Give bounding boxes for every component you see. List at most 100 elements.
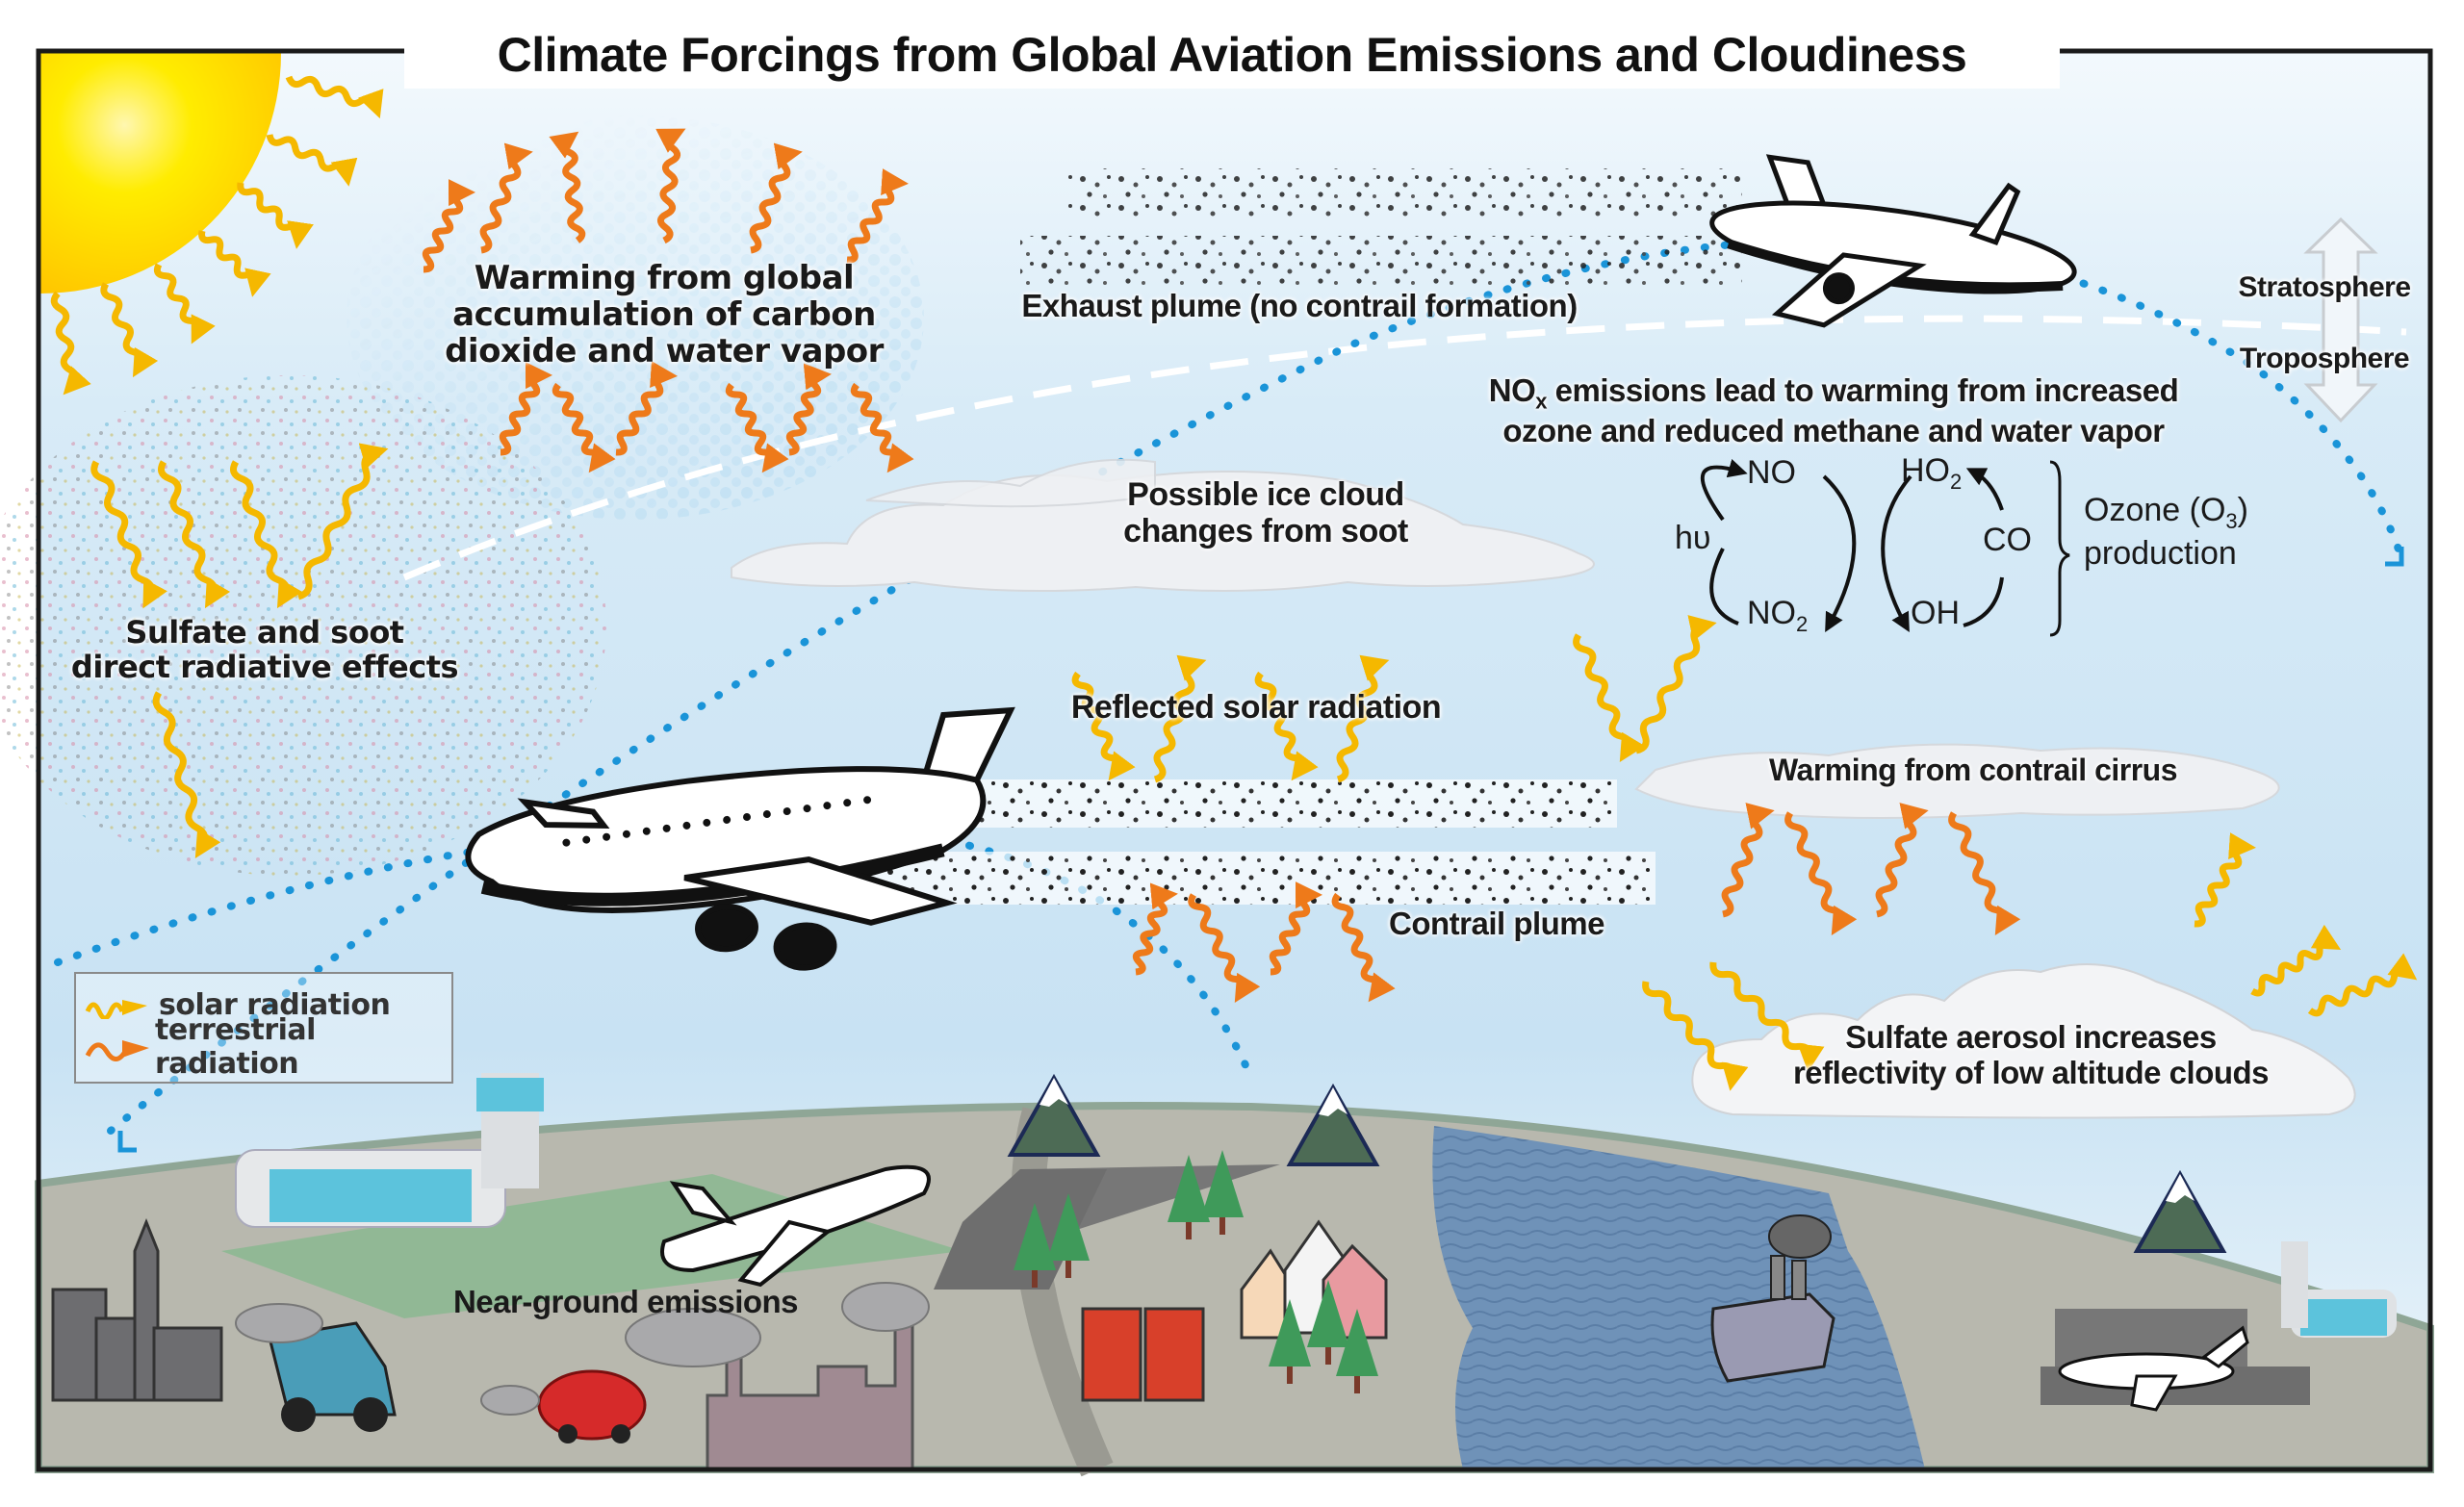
label-reflected-solar: Reflected solar radiation: [1070, 689, 1442, 726]
snow-cap: [1319, 1087, 1348, 1116]
ground: [35, 1073, 2434, 1477]
sun-ray-arrow: [198, 230, 271, 297]
legend: solar radiation terrestrial radiation: [74, 972, 453, 1084]
plane-window: [783, 807, 791, 816]
terrestrial-radiation-arrow: [549, 131, 586, 243]
ozone-production-label: Ozone (O3) production: [2084, 491, 2248, 574]
label-line: direct radiative effects: [70, 648, 459, 685]
path-end-marker: [117, 1131, 137, 1153]
chem-co: CO: [1983, 522, 2032, 558]
sun-icon: [40, 53, 281, 294]
sun-ray-arrow: [285, 75, 384, 119]
tree-trunk: [1354, 1376, 1360, 1393]
legend-item-terrestrial: terrestrial radiation: [84, 1013, 451, 1081]
airplane-upper: [1709, 154, 2077, 328]
label-line: dioxide and water vapor: [445, 332, 884, 371]
label-nox-emissions: NOx emissions lead to warming from incre…: [1434, 372, 2233, 449]
solar-radiation-arrow: [2194, 832, 2256, 928]
atmosphere-layer-arrow: [2303, 217, 2378, 423]
solar-radiation-arrow: [1709, 961, 1825, 1072]
terrestrial-radiation-arrow: [1948, 811, 2021, 936]
solar-radiation-arrow: [157, 460, 231, 609]
terrestrial-radiation-arrow: [785, 363, 832, 456]
plane-window: [762, 810, 771, 819]
terrestrial-radiation-arrow: [552, 382, 616, 473]
ozone-cycle: [1700, 459, 2070, 637]
tropopause-line: [402, 315, 2407, 581]
legend-label: terrestrial radiation: [155, 1013, 316, 1081]
plane-window: [843, 799, 852, 807]
label-sulfate-aerosol: Sulfate aerosol increases reflectivity o…: [1761, 1019, 2300, 1091]
solar-radiation-arrow: [1254, 671, 1319, 781]
terrestrial-radiation-arrow: [655, 128, 686, 244]
airplane-lower: [465, 706, 1015, 971]
solar-radiation-arrow: [296, 443, 389, 600]
label-sulfate-soot: Sulfate and soot direct radiative effect…: [38, 614, 491, 685]
tree-icon: [1269, 1299, 1311, 1367]
label-troposphere: Troposphere: [2239, 343, 2410, 374]
tree-trunk: [1065, 1261, 1071, 1278]
terrestrial-radiation-arrow: [1269, 881, 1322, 976]
label-line: ozone and reduced methane and water vapo…: [1502, 413, 2165, 449]
tree-trunk: [1287, 1367, 1293, 1384]
label-line: NOx emissions lead to warming from incre…: [1488, 372, 2179, 414]
solar-radiation-arrows: [90, 443, 2418, 1091]
solar-radiation-arrow: [152, 691, 221, 859]
solar-radiation-arrow: [90, 460, 167, 609]
tree-icon: [1307, 1280, 1349, 1347]
sun-ray-arrow: [266, 134, 358, 187]
terrestrial-radiation-arrow: [479, 142, 533, 254]
ozone-label-line: production: [2084, 535, 2237, 573]
solar-radiation-arrow: [1573, 633, 1646, 763]
plane-window: [662, 824, 671, 832]
plane-window: [582, 835, 591, 844]
label-exhaust-plume: Exhaust plume (no contrail formation): [1021, 288, 1578, 323]
plane-window: [562, 838, 571, 847]
plane-window: [743, 812, 752, 821]
tree-icon: [1336, 1309, 1378, 1376]
terrestrial-radiation-arrow: [846, 168, 909, 264]
terrestrial-radiation-arrow: [1721, 803, 1775, 918]
water-river: [1432, 1126, 1925, 1469]
chem-no: NO: [1747, 454, 1796, 491]
mountain-icon: [1007, 1073, 1101, 1157]
terrestrial-radiation-arrow: [850, 382, 914, 473]
mountain-icon: [1286, 1083, 1380, 1166]
tree-trunk: [1186, 1222, 1192, 1239]
plane-window: [642, 827, 651, 835]
terrestrial-radiation-arrow: [1132, 882, 1178, 976]
mountain-icon: [2133, 1169, 2227, 1253]
terrestrial-radiation-arrow: [1331, 892, 1396, 1003]
path-end-marker: [2385, 547, 2404, 567]
smoke-clouds: [235, 1282, 930, 1416]
label-line: accumulation of carbon: [452, 295, 876, 335]
terrestrial-radiation-arrow: [1188, 893, 1261, 1004]
ship: [1710, 1214, 1835, 1383]
solar-radiation-arrow: [1642, 981, 1749, 1091]
plane-window: [603, 832, 611, 841]
plane-window: [703, 818, 711, 827]
solar-radiation-arrow: [2307, 953, 2418, 1017]
tree-trunk: [1325, 1347, 1331, 1365]
ozone-label-line: Ozone (O3): [2084, 492, 2248, 533]
ice-cloud: [731, 458, 1595, 592]
label-ice-cloud: Possible ice cloud changes from soot: [1059, 476, 1473, 549]
snow-cap: [1040, 1078, 1068, 1107]
terrestrial-radiation-arrow: [725, 382, 789, 473]
contrail-cirrus-cloud: [1634, 743, 2280, 819]
contrail-plume: [866, 779, 1656, 905]
truck: [268, 1321, 397, 1432]
label-line: Warming from global: [474, 259, 855, 297]
exhaust-plume: [1020, 168, 1742, 289]
label-line: Possible ice cloud: [1127, 476, 1404, 513]
legend-item-solar: solar radiation: [84, 985, 391, 1024]
terrestrial-radiation-icon: [85, 1040, 149, 1061]
solar-radiation-arrow: [1635, 615, 1717, 754]
tree-icon: [1047, 1193, 1090, 1261]
low-altitude-cloud: [1691, 963, 2356, 1119]
plane-window: [723, 815, 732, 824]
terminal-building: [235, 1073, 544, 1228]
terrestrial-radiation-arrow: [422, 179, 475, 273]
label-line: Sulfate and soot: [125, 614, 404, 651]
